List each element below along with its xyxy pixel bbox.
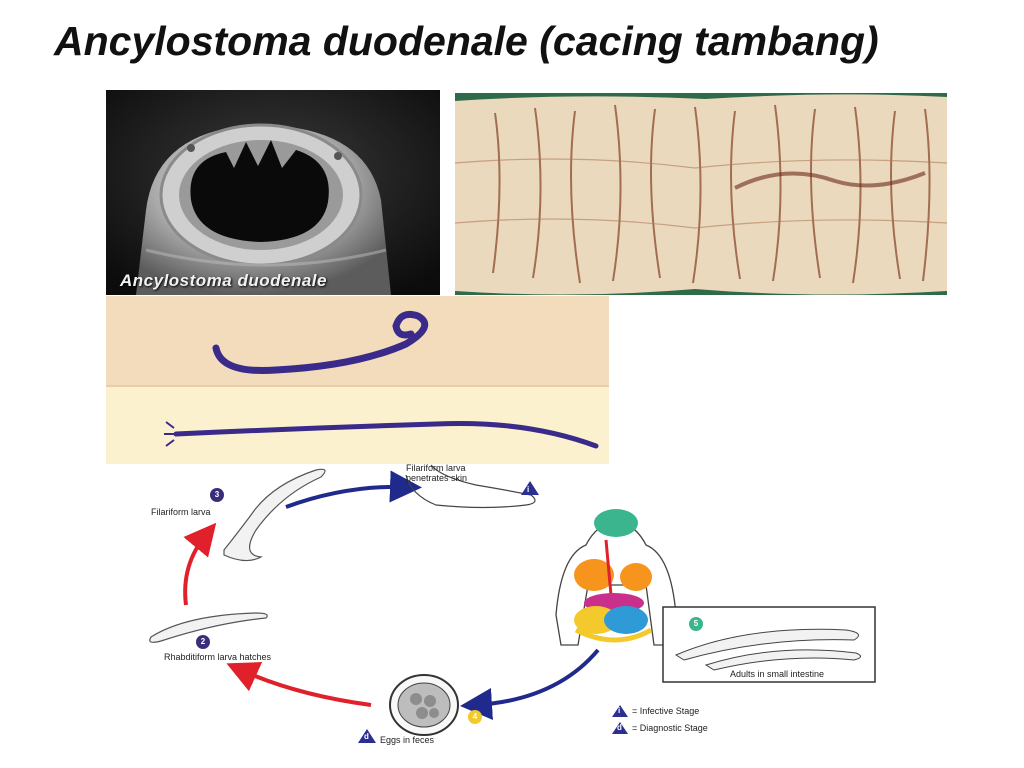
arrow-body-to-eggs	[460, 648, 600, 720]
intestine-illustration	[455, 93, 947, 295]
stage-4-badge: 4	[468, 710, 482, 724]
sem-photo-caption: Ancylostoma duodenale	[120, 271, 327, 290]
legend-diagnostic: = Diagnostic Stage	[632, 723, 708, 733]
intestine-photo	[455, 93, 947, 295]
stage-2-label: Rhabditiform larva hatches	[164, 652, 272, 662]
adult-worms-photo	[106, 296, 609, 464]
arrow-larva-to-skin	[285, 470, 422, 509]
stage-4-marker: d	[364, 732, 369, 741]
legend-infective: = Infective Stage	[632, 706, 700, 716]
adult-worms-illustration	[106, 296, 609, 464]
stage-1-marker: i	[527, 485, 530, 494]
life-cycle-arrows	[149, 464, 876, 743]
stage-3-badge: 3	[210, 488, 224, 502]
life-cycle-diagram: 3 2 4 5 i d i d Filariform larva penetra…	[106, 455, 906, 755]
arrow-rhabditiform-to-filariform	[183, 522, 217, 606]
arrow-eggs-to-rhabditiform	[226, 662, 372, 707]
rhabditiform-larva-drawing	[149, 612, 268, 643]
stage-5-badge: 5	[689, 617, 703, 631]
egg-drawing	[389, 674, 459, 736]
stage-1-label: Filariform larva penetrates skin	[406, 463, 468, 483]
legend-diagnostic-marker: d	[617, 723, 622, 732]
human-body-drawing	[555, 509, 677, 646]
legend-infective-marker: i	[618, 706, 621, 715]
sem-mouth-illustration	[106, 90, 440, 295]
stage-3-label: Filariform larva	[151, 507, 211, 517]
filariform-larva-drawing	[223, 468, 326, 562]
stage-4-label: Eggs in feces	[380, 735, 435, 745]
sem-mouth-photo: Ancylostoma duodenale	[106, 90, 440, 295]
slide-title: Ancylostoma duodenale (cacing tambang)	[54, 18, 879, 64]
stage-5-label: Adults in small intestine	[730, 669, 825, 679]
stage-2-badge: 2	[196, 635, 210, 649]
foot-drawing	[405, 464, 536, 509]
